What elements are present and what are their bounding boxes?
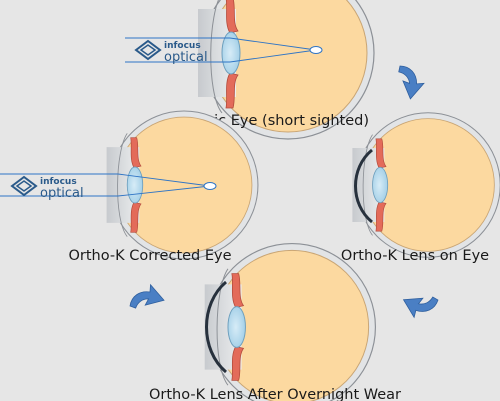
- svg-text:optical: optical: [40, 186, 84, 201]
- infocus-logo: infocus optical: [11, 176, 84, 201]
- caption-lens-on-eye: Ortho-K Lens on Eye: [341, 248, 489, 264]
- infocus-logo: infocus optical: [135, 40, 208, 65]
- myopic-eye-diagram: infocus optical: [125, 0, 375, 140]
- svg-text:infocus: infocus: [40, 177, 77, 187]
- after-wear-eye-diagram: [204, 242, 377, 401]
- light-rays: [125, 37, 317, 63]
- lens-on-eye-diagram: [351, 112, 500, 258]
- contact-lens-icon: [205, 280, 227, 374]
- svg-text:infocus: infocus: [164, 41, 201, 51]
- corrected-eye-diagram: infocus optical: [0, 110, 259, 260]
- svg-text:optical: optical: [164, 50, 208, 65]
- caption-after-wear: Ortho-K Lens After Overnight Wear: [149, 387, 401, 401]
- curved-arrow-icon: [393, 65, 427, 102]
- caption-corrected-eye: Ortho-K Corrected Eye: [68, 248, 231, 264]
- curved-arrow-icon: [398, 284, 439, 324]
- curved-arrow-icon: [129, 280, 168, 317]
- contact-lens-icon: [354, 148, 373, 224]
- light-rays: [0, 173, 211, 197]
